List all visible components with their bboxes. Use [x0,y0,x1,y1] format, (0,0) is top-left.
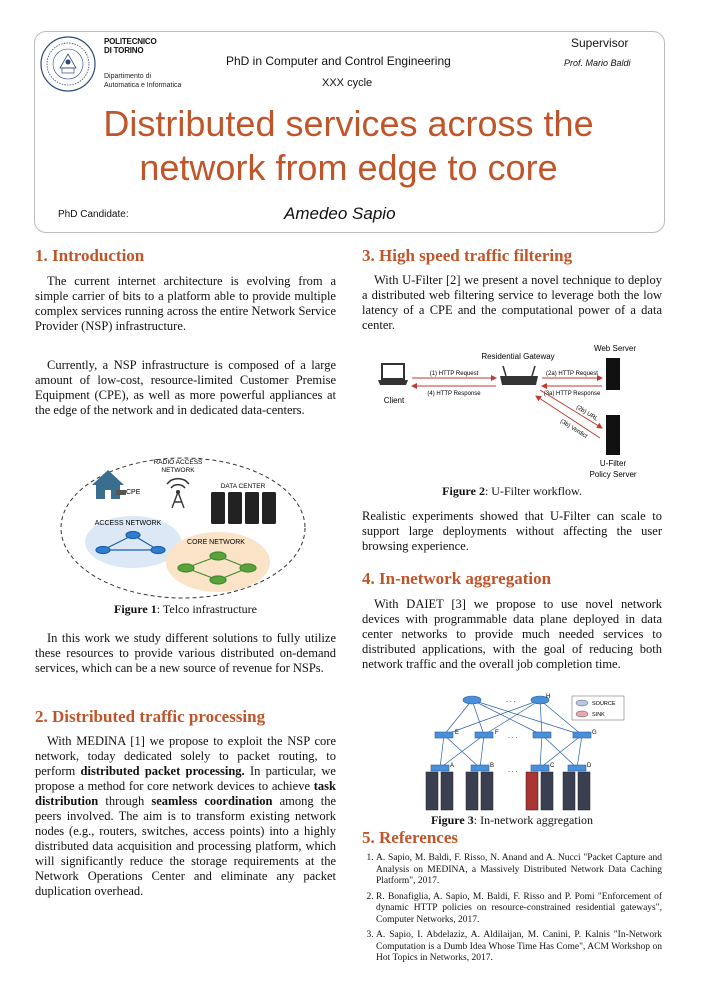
antenna-icon [166,477,190,509]
svg-text:D: D [587,763,592,769]
distributed-paragraph: With MEDINA [1] we propose to exploit th… [35,734,336,898]
university-name: POLITECNICO DI TORINO [104,37,157,55]
web-server-icon [606,358,620,390]
legend-source: SOURCE [592,701,616,707]
access-network-label: ACCESS NETWORK [95,520,162,527]
supervisor-label: Supervisor [571,36,629,50]
svg-text:E: E [455,730,459,736]
cpe-label: CPE [126,489,141,496]
filtering-paragraph-2: Realistic experiments showed that U-Filt… [362,509,662,553]
gateway-label: Residential Gateway [481,352,554,361]
client-label: Client [384,396,405,405]
svg-text:A: A [450,763,454,769]
access-network-cloud [85,516,181,568]
verdict-3b-label: (3b) Verdict [559,419,588,441]
figure-3-in-network-aggregation: SOURCE SINK H E F G A B C D . . . . . . … [425,694,625,811]
server-racks [425,771,591,811]
department: Dipartimento di Automatica e Informatica [104,73,182,89]
access-routers [95,530,166,555]
http-request-2a-label: (2a) HTTP Request [546,371,598,377]
svg-text:. . .: . . . [506,697,516,704]
svg-text:H: H [546,694,550,700]
intro-paragraph-2: Currently, a NSP infrastructure is compo… [35,358,336,417]
switches [430,695,592,772]
core-network-cloud [166,532,270,592]
cycle: XXX cycle [322,77,373,89]
data-center-label: DATA CENTER [221,483,266,490]
aggregation-heading: 4. In-network aggregation [362,569,552,588]
header-frame [34,31,665,233]
candidate-name: Amedeo Sapio [284,204,396,223]
infrastructure-boundary [60,457,306,599]
intro-heading: 1. Introduction [35,246,145,265]
ufilter-server-icon [606,415,620,455]
http-request-1-label: (1) HTTP Request [430,371,479,377]
reference-item: R. Bonafiglia, A. Sapio, M. Baldi, F. Ri… [376,892,662,927]
svg-text:F: F [495,730,499,736]
intro-paragraph-1: The current internet architecture is evo… [35,274,336,333]
ufilter-label-2: Policy Server [589,470,636,479]
legend-sink: SINK [592,712,605,718]
web-server-label: Web Server [594,344,636,353]
core-network-label: CORE NETWORK [187,539,245,546]
svg-text:C: C [550,763,555,769]
poster-title: Distributed services across the network … [103,103,594,188]
svg-text:G: G [592,730,597,736]
cpe-device-icon [116,490,126,495]
intro-paragraph-3: In this work we study different solution… [35,631,336,675]
figure-1-telco-infrastructure: CPE RADIO ACCESS NETWORK DATA CENTER ACC… [60,457,306,599]
references-list: A. Sapio, M. Baldi, F. Risso, N. Anand a… [362,853,662,969]
server-rack-icon [211,492,276,524]
university-seal-logo [40,36,96,92]
reference-item: A. Sapio, I. Abdelaziz, A. Aldilaijan, M… [376,930,662,965]
http-response-3a-label: (3a) HTTP Response [544,391,601,397]
http-response-4-label: (4) HTTP Response [427,391,481,397]
figure-1-caption: Figure 1: Telco infrastructure [113,602,257,616]
house-icon [92,470,124,499]
figure-2-caption: Figure 2: U-Filter workflow. [442,484,582,498]
references-heading: 5. References [362,828,458,847]
svg-text:B: B [490,763,494,769]
figure-3-caption: Figure 3: In-network aggregation [430,813,594,827]
filtering-heading: 3. High speed traffic filtering [362,246,573,265]
supervisor-name: Prof. Mario Baldi [564,58,631,68]
svg-text:. . .: . . . [508,733,518,740]
aggregation-paragraph: With DAIET [3] we propose to use novel n… [362,597,662,671]
laptop-icon [378,363,408,385]
router-icon [500,365,538,385]
radio-label-1: RADIO ACCESS [154,459,203,466]
distributed-heading: 2. Distributed traffic processing [35,707,266,726]
svg-text:. . .: . . . [508,767,518,774]
figure-2-ufilter-workflow: Residential Gateway Web Server Client U-… [378,344,637,479]
candidate-label: PhD Candidate: [58,209,129,220]
core-routers [177,551,257,585]
filtering-paragraph-1: With U-Filter [2] we present a novel tec… [362,273,662,332]
radio-label-2: NETWORK [161,467,195,474]
ufilter-label-1: U-Filter [600,459,627,468]
program-name: PhD in Computer and Control Engineering [226,54,451,68]
reference-item: A. Sapio, M. Baldi, F. Risso, N. Anand a… [376,853,662,888]
